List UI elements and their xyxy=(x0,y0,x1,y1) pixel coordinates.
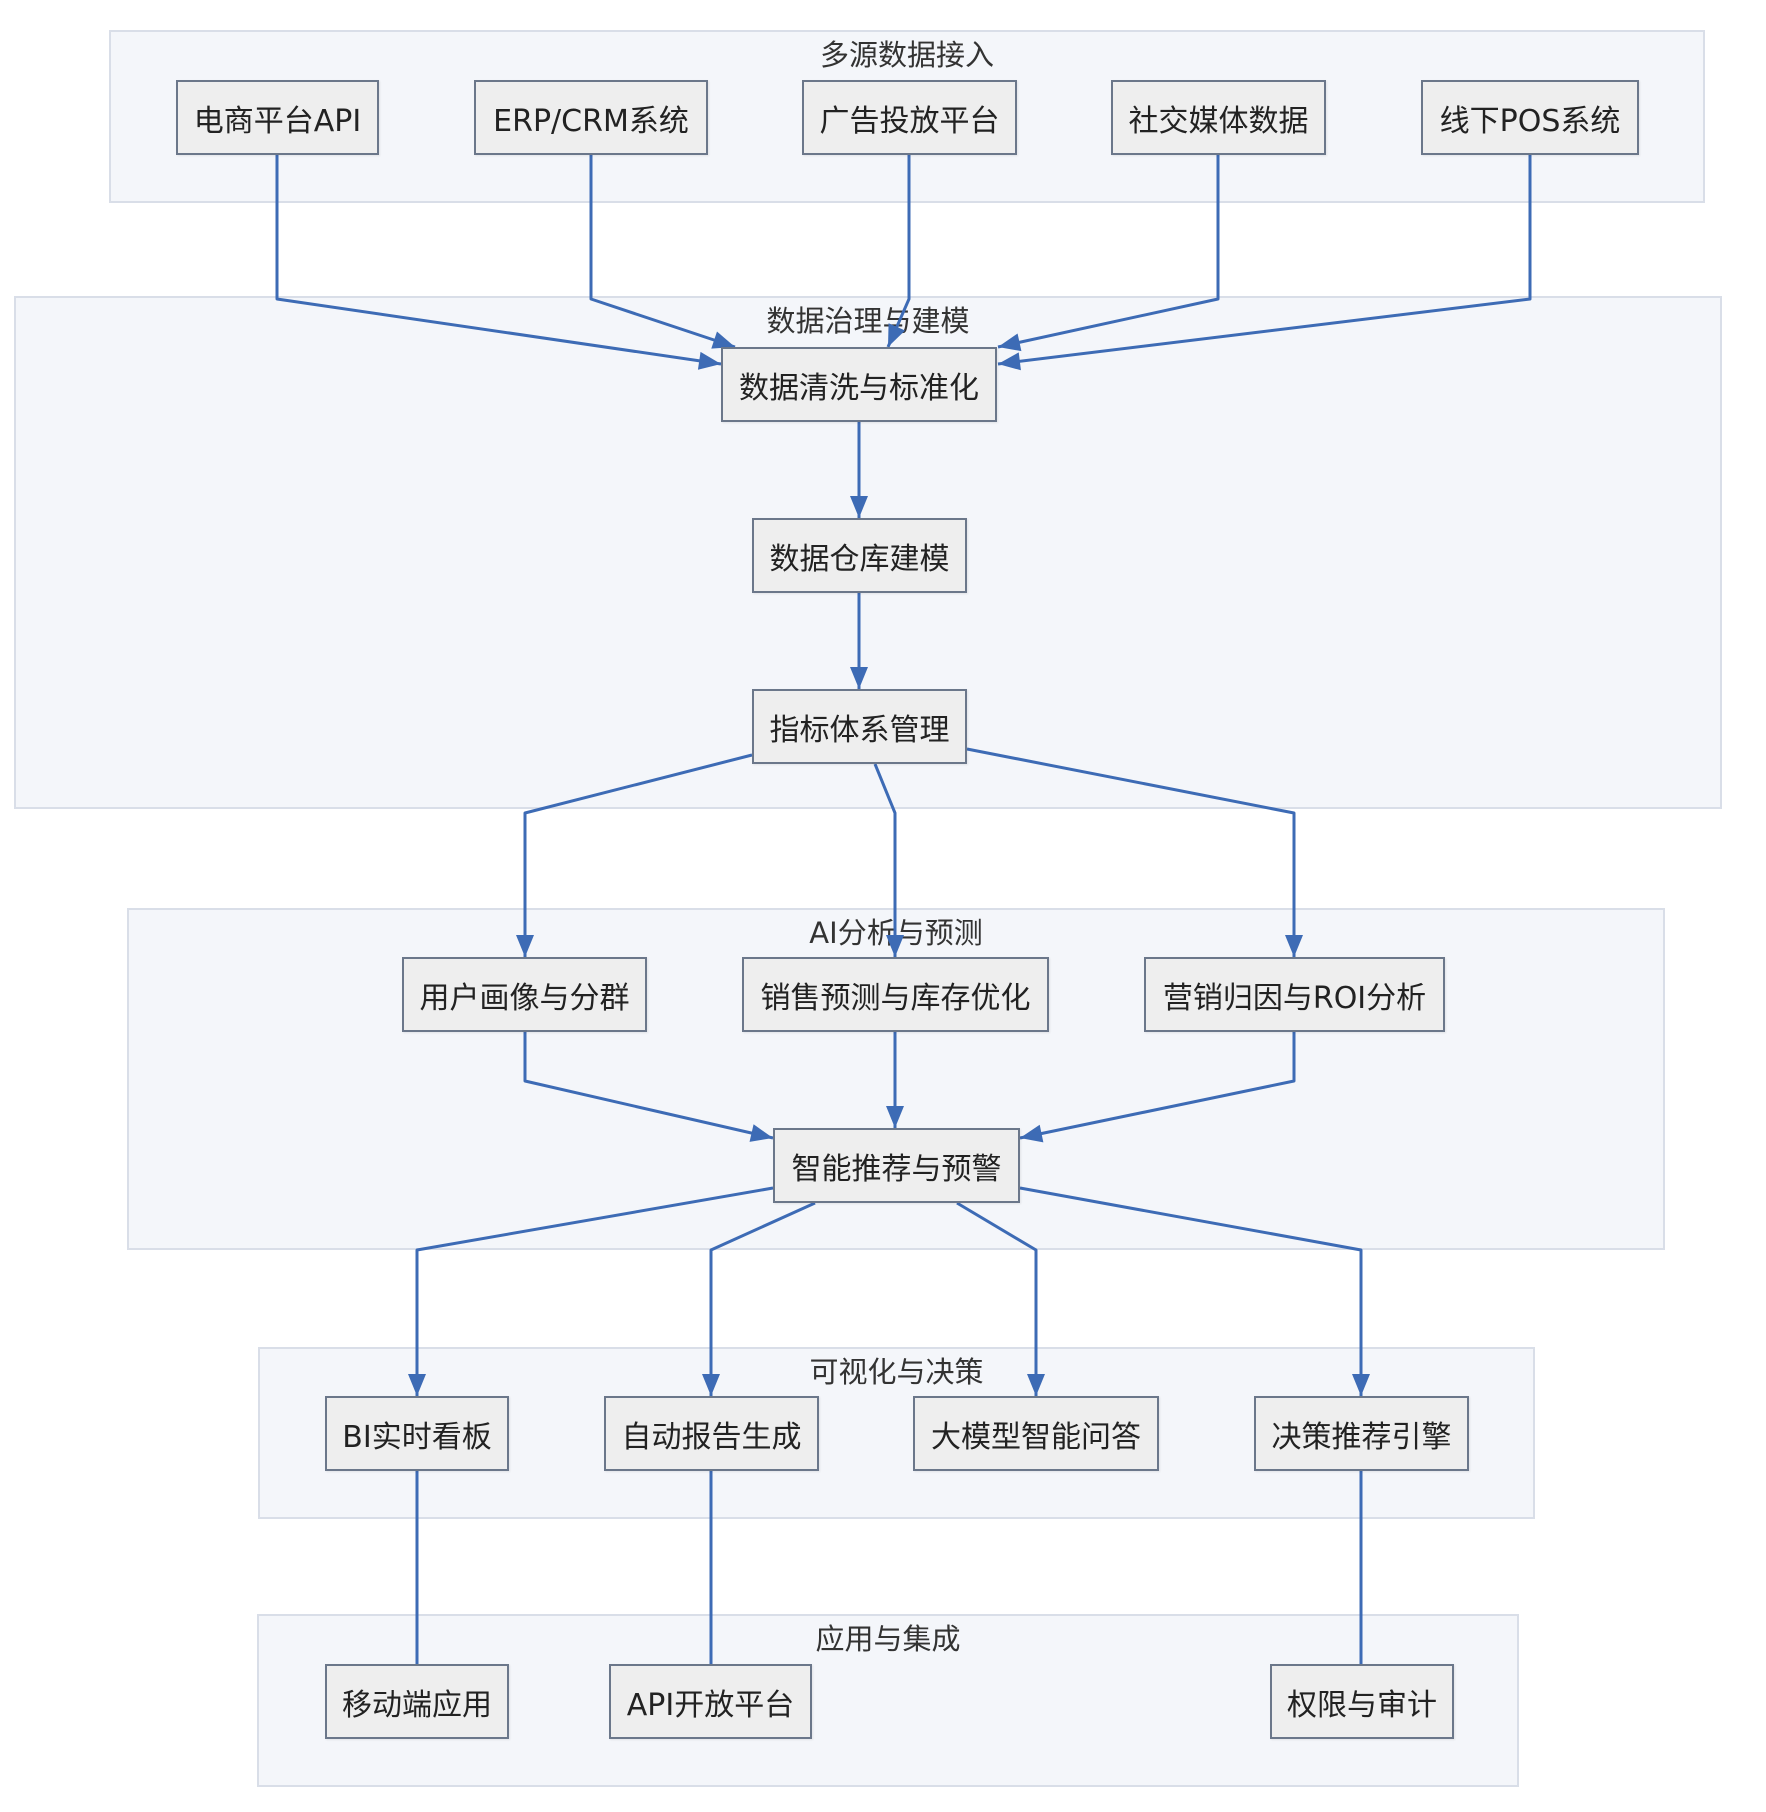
edge-metrics-mgmt-to-user-profile xyxy=(516,753,753,957)
node-dw-modeling: 数据仓库建模 xyxy=(752,518,967,593)
node-open-api: API开放平台 xyxy=(609,1664,812,1739)
edge-smart-reco-to-llm-qa xyxy=(956,1201,1045,1396)
arrowhead xyxy=(886,1106,904,1128)
edge-smart-reco-to-decision-engine xyxy=(1019,1186,1370,1396)
arrowhead xyxy=(408,1374,426,1396)
edge-line xyxy=(956,1201,1038,1396)
node-marketing-roi: 营销归因与ROI分析 xyxy=(1144,957,1445,1032)
edge-smart-reco-to-auto-report xyxy=(702,1201,816,1396)
edge-ecommerce-api-to-data-cleaning xyxy=(275,155,722,370)
arrowhead xyxy=(697,351,721,370)
node-user-profile: 用户画像与分群 xyxy=(402,957,647,1032)
edge-line xyxy=(415,1186,774,1396)
edge-metrics-mgmt-to-marketing-roi xyxy=(966,747,1303,957)
arrowhead xyxy=(850,496,868,518)
arrowhead xyxy=(886,935,904,957)
node-llm-qa: 大模型智能问答 xyxy=(913,1396,1159,1471)
node-ecommerce-api: 电商平台API xyxy=(176,80,379,155)
arrowhead xyxy=(711,331,735,349)
edge-metrics-mgmt-to-sales-forecast xyxy=(873,763,904,957)
edge-line xyxy=(589,155,736,349)
node-mobile-app: 移动端应用 xyxy=(325,1664,509,1739)
edge-line xyxy=(966,747,1296,957)
group-title-visualization: 可视化与决策 xyxy=(809,1355,984,1389)
group-title-data-ingestion: 多源数据接入 xyxy=(819,38,994,72)
group-title-applications: 应用与集成 xyxy=(815,1622,961,1656)
edge-user-profile-to-smart-reco xyxy=(523,1032,774,1142)
edge-line xyxy=(997,155,1532,366)
arrowhead xyxy=(516,935,534,957)
edge-line xyxy=(709,1201,816,1396)
group-title-data-governance: 数据治理与建模 xyxy=(766,304,970,338)
edge-ad-platform-to-data-cleaning xyxy=(886,155,911,348)
edge-line xyxy=(873,763,897,957)
edge-line xyxy=(523,753,753,957)
node-bi-dashboard: BI实时看板 xyxy=(325,1396,509,1471)
edge-erp-crm-to-data-cleaning xyxy=(589,155,736,349)
edge-line xyxy=(997,155,1220,349)
arrowhead xyxy=(702,1374,720,1396)
edge-dw-modeling-to-metrics-mgmt xyxy=(850,593,868,689)
arrowhead xyxy=(850,667,868,689)
edge-line xyxy=(886,155,911,348)
node-decision-engine: 决策推荐引擎 xyxy=(1254,1396,1469,1471)
edge-smart-reco-to-bi-dashboard xyxy=(408,1186,774,1396)
arrowhead xyxy=(1027,1374,1045,1396)
edge-social-data-to-data-cleaning xyxy=(997,155,1220,352)
edge-line xyxy=(523,1032,774,1140)
node-data-cleaning: 数据清洗与标准化 xyxy=(721,347,997,422)
edge-data-cleaning-to-dw-modeling xyxy=(850,422,868,518)
edge-offline-pos-to-data-cleaning xyxy=(997,155,1532,371)
node-permission-audit: 权限与审计 xyxy=(1270,1664,1454,1739)
node-smart-reco: 智能推荐与预警 xyxy=(773,1128,1020,1203)
arrowhead xyxy=(888,323,906,347)
node-ad-platform: 广告投放平台 xyxy=(802,80,1017,155)
edge-line xyxy=(1019,1032,1296,1140)
node-erp-crm: ERP/CRM系统 xyxy=(474,80,708,155)
node-metrics-mgmt: 指标体系管理 xyxy=(752,689,967,764)
node-offline-pos: 线下POS系统 xyxy=(1421,80,1639,155)
edge-line xyxy=(275,155,722,366)
arrowhead xyxy=(1285,935,1303,957)
arrowhead xyxy=(1020,1124,1044,1143)
edge-marketing-roi-to-smart-reco xyxy=(1019,1032,1296,1143)
arrowhead xyxy=(998,352,1021,371)
edge-line xyxy=(1019,1186,1363,1396)
arrowhead xyxy=(749,1124,773,1142)
node-social-data: 社交媒体数据 xyxy=(1111,80,1326,155)
edge-sales-forecast-to-smart-reco xyxy=(886,1032,904,1128)
arrowhead xyxy=(1352,1374,1370,1396)
node-sales-forecast: 销售预测与库存优化 xyxy=(742,957,1049,1032)
node-auto-report: 自动报告生成 xyxy=(604,1396,819,1471)
arrowhead xyxy=(998,333,1022,352)
